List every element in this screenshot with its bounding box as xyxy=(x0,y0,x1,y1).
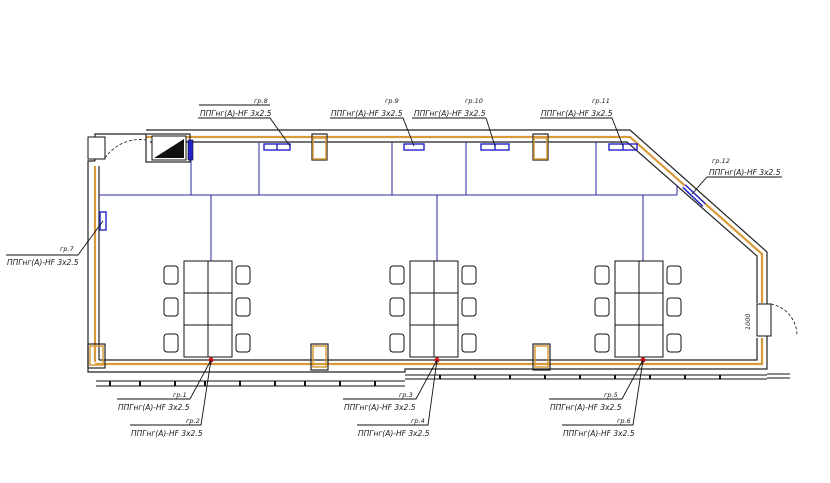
cable-label: ППГнг(А)-HF 3х2.5 xyxy=(541,109,613,118)
workstation-cluster-middle xyxy=(389,260,477,358)
electrical-panel xyxy=(151,135,194,161)
cable-label: ППГнг(А)-HF 3х2.5 xyxy=(7,258,79,267)
group-label: гр.3 xyxy=(399,391,413,399)
group-label: гр.2 xyxy=(186,417,200,425)
callout-gr3-gr4: гр.3 ППГнг(А)-HF 3х2.5 гр.4 ППГнг(А)-HF … xyxy=(343,359,438,438)
cable-label: ППГнг(А)-HF 3х2.5 xyxy=(118,403,190,412)
socket-group-gr9 xyxy=(403,143,425,151)
cable-label: ППГнг(А)-HF 3х2.5 xyxy=(550,403,622,412)
callout-gr8: гр.8 ППГнг(А)-HF 3х2.5 xyxy=(198,97,291,147)
callout-gr12: гр.12 ППГнг(А)-HF 3х2.5 xyxy=(691,157,782,195)
workstation-cluster-left xyxy=(163,260,251,358)
cable-label: ППГнг(А)-HF 3х2.5 xyxy=(131,429,203,438)
callout-gr11: гр.11 ППГнг(А)-HF 3х2.5 xyxy=(540,97,624,147)
callout-gr5-gr6: гр.5 ППГнг(А)-HF 3х2.5 гр.6 ППГнг(А)-HF … xyxy=(549,359,644,438)
cable-label: ППГнг(А)-HF 3х2.5 xyxy=(358,429,430,438)
entrance-door xyxy=(87,136,147,160)
door-dimension: 1000 xyxy=(744,313,752,330)
cable-label: ППГнг(А)-HF 3х2.5 xyxy=(414,109,486,118)
workstation-cluster-right xyxy=(594,260,682,358)
callout-gr9: гр.9 ППГнг(А)-HF 3х2.5 xyxy=(330,97,415,147)
group-label: гр.5 xyxy=(604,391,618,399)
group-label: гр.11 xyxy=(592,97,610,105)
callout-gr10: гр.10 ППГнг(А)-HF 3х2.5 xyxy=(412,97,496,147)
callout-gr1-gr2: гр.1 ППГнг(А)-HF 3х2.5 гр.2 ППГнг(А)-HF … xyxy=(117,359,212,438)
group-label: гр.10 xyxy=(465,97,483,105)
walls xyxy=(87,129,790,387)
cable-label: ППГнг(А)-HF 3х2.5 xyxy=(709,168,781,177)
exit-door: 1000 xyxy=(744,303,798,337)
group-label: гр.9 xyxy=(385,97,399,105)
callout-gr7: гр.7 ППГнг(А)-HF 3х2.5 xyxy=(6,220,104,267)
group-label: гр.7 xyxy=(60,245,75,253)
group-label: гр.4 xyxy=(411,417,425,425)
cable-label: ППГнг(А)-HF 3х2.5 xyxy=(331,109,403,118)
group-label: гр.1 xyxy=(173,391,187,399)
socket-group-gr12 xyxy=(682,184,706,207)
cable-label: ППГнг(А)-HF 3х2.5 xyxy=(200,109,272,118)
socket-group-gr8 xyxy=(263,143,291,151)
group-label: гр.8 xyxy=(254,97,268,105)
cable-label: ППГнг(А)-HF 3х2.5 xyxy=(344,403,416,412)
socket-group-gr7 xyxy=(99,211,107,231)
group-label: гр.12 xyxy=(712,157,730,165)
group-label: гр.6 xyxy=(617,417,631,425)
cable-label: ППГнг(А)-HF 3х2.5 xyxy=(563,429,635,438)
